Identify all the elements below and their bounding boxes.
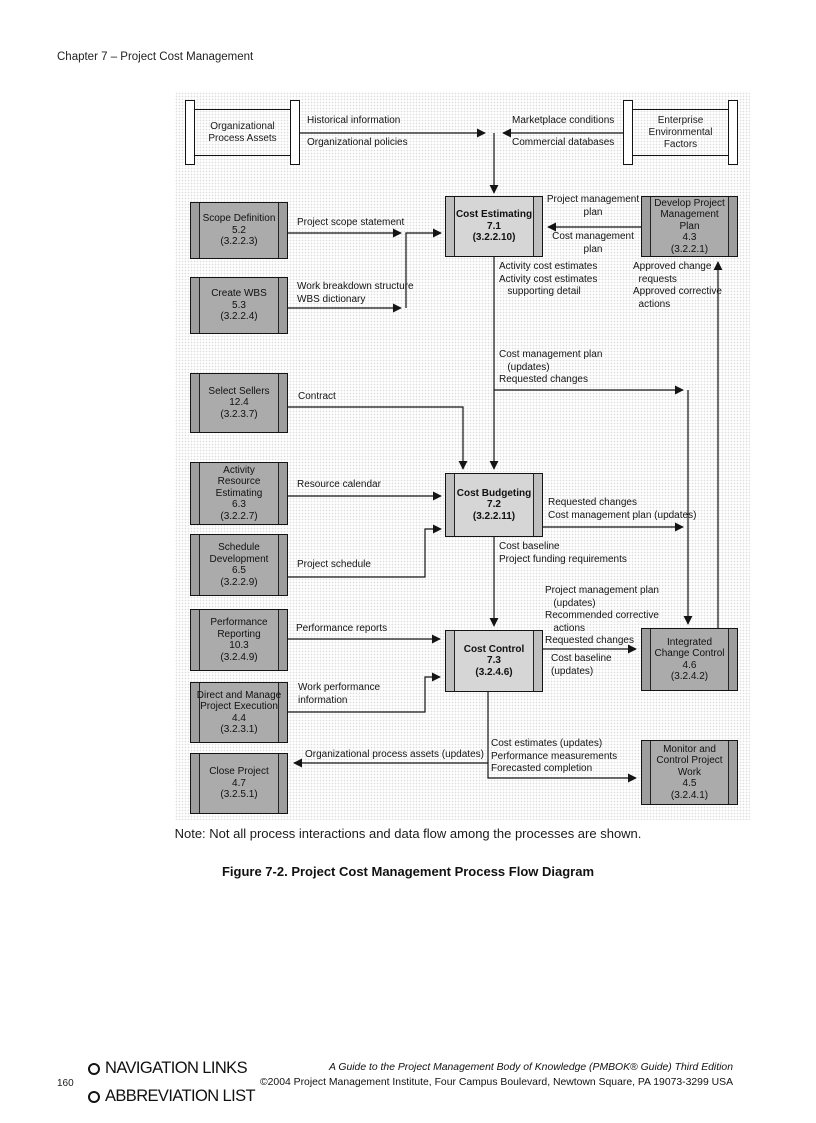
flow-label-pmp-updates-corrective: Project management plan (updates) Recomm… xyxy=(545,585,659,647)
flow-label-wbs: Work breakdown structure WBS dictionary xyxy=(297,281,414,305)
figure-caption: Figure 7-2. Project Cost Management Proc… xyxy=(221,864,595,879)
flow-label-commercial-databases: Commercial databases xyxy=(512,137,615,148)
flow-label-approved-changes: Approved change requests Approved correc… xyxy=(633,261,722,310)
process-box-label: Schedule Development 6.5 (3.2.2.9) xyxy=(209,542,269,588)
process-box-label: Performance Reporting 10.3 (3.2.4.9) xyxy=(210,617,268,663)
abbreviation-list-button[interactable]: ABBREVIATION LIST xyxy=(88,1087,256,1106)
process-box-cost-control: Cost Control 7.3 (3.2.4.6) xyxy=(445,630,543,692)
chapter-header: Chapter 7 – Project Cost Management xyxy=(57,51,254,63)
flow-label-project-management-plan: Project management plan xyxy=(546,194,640,218)
flow-label-cost-estimates-updates: Cost estimates (updates) Performance mea… xyxy=(491,738,618,775)
process-box-label: Cost Budgeting 7.2 (3.2.2.11) xyxy=(456,487,532,522)
external-box-enterprise-environmental-factors: Enterprise Environmental Factors xyxy=(623,100,738,165)
process-box-scope-definition: Scope Definition 5.2 (3.2.2.3) xyxy=(190,202,288,259)
process-box-activity-resource-estimating: Activity Resource Estimating 6.3 (3.2.2.… xyxy=(190,462,288,525)
abbreviation-list-label: ABBREVIATION LIST xyxy=(105,1087,256,1105)
circle-icon xyxy=(88,1090,100,1103)
process-box-label: Develop Project Management Plan 4.3 (3.2… xyxy=(654,197,725,255)
book-title: A Guide to the Project Management Body o… xyxy=(328,1062,733,1073)
circle-icon xyxy=(88,1062,100,1075)
flow-label-performance-reports: Performance reports xyxy=(296,623,388,634)
process-box-label: Create WBS 5.3 (3.2.2.4) xyxy=(211,288,267,323)
navigation-links-label: NAVIGATION LINKS xyxy=(105,1059,248,1077)
scroll-bar-icon xyxy=(623,100,633,165)
external-box-organizational-process-assets: Organizational Process Assets xyxy=(185,100,300,165)
flow-label-contract: Contract xyxy=(298,391,336,402)
process-box-direct-and-manage-project-execution: Direct and Manage Project Execution 4.4 … xyxy=(190,682,288,743)
flow-label-marketplace-conditions: Marketplace conditions xyxy=(512,115,615,126)
process-box-label: Cost Estimating 7.1 (3.2.2.10) xyxy=(455,209,533,244)
flow-label-cmp-updates-requested-changes: Cost management plan (updates) Requested… xyxy=(499,349,603,386)
process-box-schedule-development: Schedule Development 6.5 (3.2.2.9) xyxy=(190,534,288,596)
process-box-close-project: Close Project 4.7 (3.2.5.1) xyxy=(190,753,288,814)
process-box-create-wbs: Create WBS 5.3 (3.2.2.4) xyxy=(190,277,288,334)
scroll-bar-icon xyxy=(185,100,195,165)
process-box-label: Close Project 4.7 (3.2.5.1) xyxy=(209,766,269,801)
external-box-label: Organizational Process Assets xyxy=(208,120,277,144)
process-box-develop-project-management-plan: Develop Project Management Plan 4.3 (3.2… xyxy=(641,196,738,257)
flow-label-work-performance-information: Work performance information xyxy=(298,682,381,706)
flow-label-cost-baseline-updates: Cost baseline (updates) xyxy=(551,653,612,677)
flow-label-activity-cost-estimates: Activity cost estimates Activity cost es… xyxy=(499,261,598,298)
process-box-cost-budgeting: Cost Budgeting 7.2 (3.2.2.11) xyxy=(445,473,543,537)
process-box-performance-reporting: Performance Reporting 10.3 (3.2.4.9) xyxy=(190,609,288,671)
scroll-bar-icon xyxy=(290,100,300,165)
external-box-label: Enterprise Environmental Factors xyxy=(648,114,713,150)
footer-attribution: A Guide to the Project Management Body o… xyxy=(260,1060,733,1090)
flow-label-requested-changes-cmp-updates: Requested changes Cost management plan (… xyxy=(548,497,697,521)
diagram-note: Note: Not all process interactions and d… xyxy=(174,826,642,841)
process-box-label: Integrated Change Control 4.6 (3.2.4.2) xyxy=(654,636,725,683)
navigation-links-button[interactable]: NAVIGATION LINKS xyxy=(88,1059,248,1078)
flow-label-opa-updates: Organizational process assets (updates) xyxy=(305,749,484,760)
process-box-label: Direct and Manage Project Execution 4.4 … xyxy=(196,689,282,736)
process-box-label: Scope Definition 5.2 (3.2.2.3) xyxy=(202,213,276,248)
process-box-cost-estimating: Cost Estimating 7.1 (3.2.2.10) xyxy=(445,196,543,257)
process-box-label: Monitor and Control Project Work 4.5 (3.… xyxy=(656,743,723,801)
flow-label-organizational-policies: Organizational policies xyxy=(307,137,408,148)
process-box-select-sellers: Select Sellers 12.4 (3.2.3.7) xyxy=(190,373,288,433)
page-number: 160 xyxy=(57,1078,74,1089)
process-box-label: Activity Resource Estimating 6.3 (3.2.2.… xyxy=(215,464,263,522)
flow-label-historical-information: Historical information xyxy=(307,115,401,126)
flow-label-cost-management-plan: Cost management plan xyxy=(552,231,634,255)
process-box-label: Cost Control 7.3 (3.2.4.6) xyxy=(463,643,525,678)
process-box-label: Select Sellers 12.4 (3.2.3.7) xyxy=(208,385,270,420)
scroll-bar-icon xyxy=(728,100,738,165)
process-box-monitor-and-control-project-work: Monitor and Control Project Work 4.5 (3.… xyxy=(641,740,738,805)
process-box-integrated-change-control: Integrated Change Control 4.6 (3.2.4.2) xyxy=(641,628,738,691)
flow-label-resource-calendar: Resource calendar xyxy=(297,479,381,490)
flow-label-project-scope-statement: Project scope statement xyxy=(297,217,405,228)
flow-label-project-schedule: Project schedule xyxy=(297,559,371,570)
copyright-line: ©2004 Project Management Institute, Four… xyxy=(260,1077,733,1088)
flow-label-cost-baseline-funding: Cost baseline Project funding requiremen… xyxy=(499,541,627,565)
